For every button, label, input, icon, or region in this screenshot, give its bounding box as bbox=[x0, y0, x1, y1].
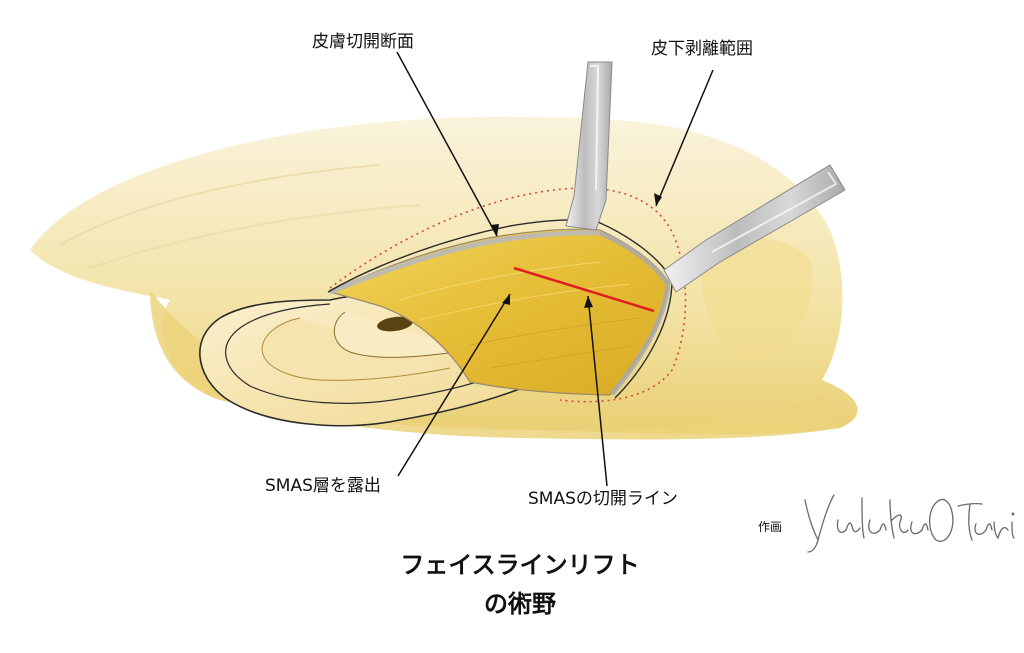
figure-title-line-1: フェイスラインリフト bbox=[400, 551, 640, 579]
label-smas-incision-line: SMASの切開ライン bbox=[528, 489, 678, 509]
arrowhead-skin-incision bbox=[490, 224, 499, 236]
pointer-smas-exposed bbox=[397, 293, 511, 477]
retractor-upper bbox=[565, 61, 613, 231]
illustration-credit-label: 作画 bbox=[758, 520, 783, 534]
pointer-undermining bbox=[655, 69, 714, 207]
retractor-right bbox=[663, 164, 846, 293]
label-subcutaneous-undermining-area: 皮下剥離範囲 bbox=[651, 39, 753, 59]
arrowhead-smas-exposed bbox=[502, 294, 510, 305]
pointer-arrowheads bbox=[490, 193, 662, 308]
pointer-skin-incision bbox=[396, 51, 498, 237]
label-smas-exposed: SMAS層を露出 bbox=[265, 476, 381, 496]
figure-title-line-2: の術野 bbox=[484, 590, 556, 618]
smas-incision-line bbox=[513, 266, 655, 313]
pointer-lines bbox=[396, 51, 714, 487]
signature-icon bbox=[804, 494, 1015, 553]
arrowhead-smas-line bbox=[584, 296, 593, 308]
arrowhead-undermining bbox=[654, 193, 662, 206]
label-skin-incision-section: 皮膚切開断面 bbox=[312, 32, 414, 52]
undermining-boundary bbox=[329, 187, 687, 403]
pointer-smas-line bbox=[587, 295, 608, 487]
